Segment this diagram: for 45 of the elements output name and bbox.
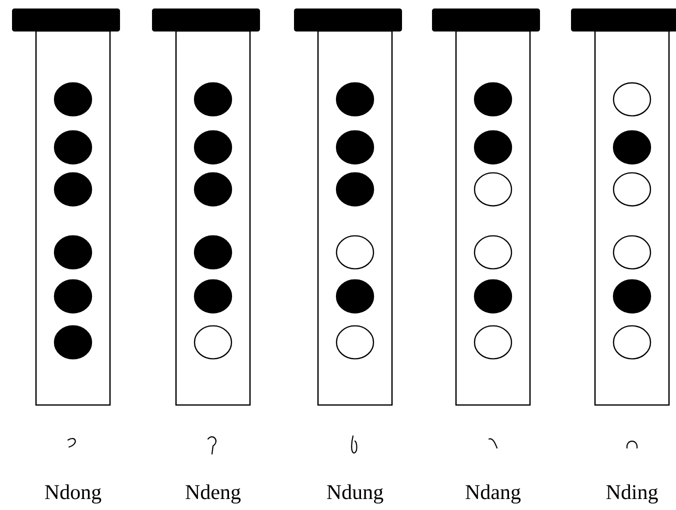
note-name: Ndong <box>45 484 102 504</box>
flute-tube <box>35 30 111 406</box>
closed-hole <box>612 130 652 164</box>
closed-hole <box>54 82 92 116</box>
closed-hole <box>474 82 512 116</box>
closed-hole <box>336 279 374 314</box>
open-hole <box>612 82 652 116</box>
mouthpiece <box>432 8 540 32</box>
open-hole <box>474 172 512 206</box>
closed-hole <box>54 279 92 314</box>
closed-hole <box>194 82 232 116</box>
closed-hole <box>336 82 374 116</box>
mouthpiece <box>12 8 120 32</box>
mouthpiece <box>294 8 402 32</box>
open-hole <box>474 325 512 360</box>
closed-hole <box>612 279 652 314</box>
closed-hole <box>194 235 232 270</box>
note-name: Ndeng <box>186 484 241 504</box>
open-hole <box>336 235 374 270</box>
closed-hole <box>54 235 92 270</box>
open-hole <box>336 325 374 360</box>
closed-hole <box>194 172 232 206</box>
mouthpiece <box>152 8 260 32</box>
closed-hole <box>474 279 512 314</box>
closed-hole <box>194 130 232 164</box>
closed-hole <box>54 130 92 164</box>
flute-tube <box>594 30 670 406</box>
open-hole <box>474 235 512 270</box>
open-hole <box>612 172 652 206</box>
closed-hole <box>336 172 374 206</box>
open-hole <box>194 325 232 360</box>
flute-tube <box>317 30 393 406</box>
closed-hole <box>336 130 374 164</box>
flute-tube <box>455 30 531 406</box>
note-name: Ndung <box>327 484 384 504</box>
note-name: Ndang <box>466 484 521 504</box>
closed-hole <box>194 279 232 314</box>
open-hole <box>612 235 652 270</box>
closed-hole <box>474 130 512 164</box>
closed-hole <box>54 172 92 206</box>
note-name: Nding <box>606 484 658 504</box>
open-hole <box>612 325 652 360</box>
flute-tube <box>175 30 251 406</box>
closed-hole <box>54 325 92 360</box>
mouthpiece <box>571 8 676 32</box>
